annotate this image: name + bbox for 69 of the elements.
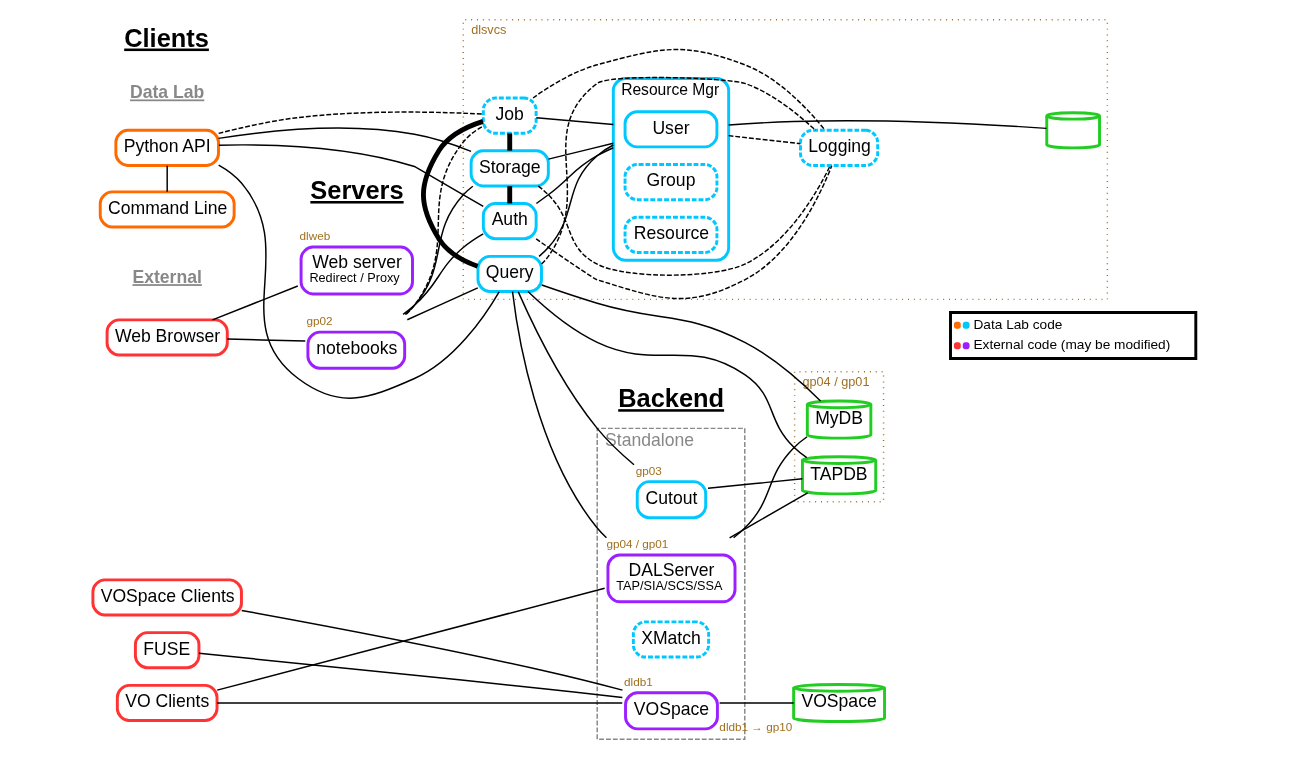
node-box: Cutout (635, 480, 708, 520)
node-box: Python API (114, 128, 220, 167)
label: Data Lab (130, 82, 205, 103)
connector (535, 165, 833, 300)
node-box: Command Line (98, 190, 236, 229)
connector (728, 492, 809, 539)
node-label: dlweb (299, 229, 331, 243)
connector (198, 652, 624, 699)
connector (217, 111, 484, 135)
connector (538, 144, 615, 258)
node-box: Storage (469, 149, 550, 188)
label: External (132, 267, 202, 288)
connector (402, 233, 484, 316)
connector (218, 144, 484, 208)
connector (216, 702, 623, 704)
node-box: DALServer TAP/SIA/SCS/SSA (606, 553, 737, 604)
connector (216, 587, 606, 691)
connector (727, 134, 802, 145)
connector (217, 164, 500, 399)
node-box: Auth (481, 202, 538, 241)
connector (718, 702, 795, 704)
connector (405, 125, 484, 315)
node-box: VOSpace Clients (91, 578, 243, 617)
connector (406, 287, 479, 321)
legend-label: Data Lab code (973, 316, 1063, 332)
node-label: gp04 / gp01 (606, 537, 669, 551)
connector (547, 142, 615, 160)
connector (421, 119, 484, 269)
connector (727, 120, 1048, 130)
node-box: Resource (623, 215, 719, 254)
label: Servers (310, 175, 404, 204)
node-box: notebooks (306, 330, 407, 370)
connector (732, 436, 808, 539)
connector (535, 117, 615, 126)
node-box: XMatch (631, 620, 711, 659)
connector (211, 285, 299, 321)
node-box: Web Browser (105, 318, 229, 357)
node-label: gp02 (306, 314, 333, 328)
node-box: VO Clients (115, 683, 219, 723)
connector (707, 478, 804, 489)
connector (507, 133, 513, 151)
node-label: gp03 (635, 463, 662, 477)
node-label: dldb1 → gp10 (719, 720, 793, 734)
connector (404, 185, 474, 316)
node-label: dldb1 (624, 674, 653, 688)
node-box: Web server Redirect / Proxy (299, 245, 414, 296)
connector (226, 338, 307, 342)
connector (511, 290, 608, 539)
connector (240, 609, 624, 691)
connector (527, 290, 808, 459)
label: Clients (124, 23, 209, 52)
connector (537, 165, 831, 276)
node-box: FUSE (133, 631, 201, 670)
node-box: Query (476, 254, 543, 293)
connector (507, 186, 513, 204)
node-box: Group (623, 163, 719, 202)
connector (535, 147, 615, 205)
connector (217, 127, 472, 153)
connector (517, 291, 635, 466)
node-box: Job (481, 96, 538, 135)
node-box: User (623, 110, 719, 149)
connector (540, 76, 817, 265)
label: Backend (618, 384, 725, 413)
connector (541, 284, 822, 402)
node-box: Logging (799, 128, 880, 167)
connector (532, 48, 826, 131)
connector (166, 164, 168, 193)
node-box: VOSpace (624, 691, 719, 731)
legend-label: External code (may be modified) (973, 337, 1171, 353)
